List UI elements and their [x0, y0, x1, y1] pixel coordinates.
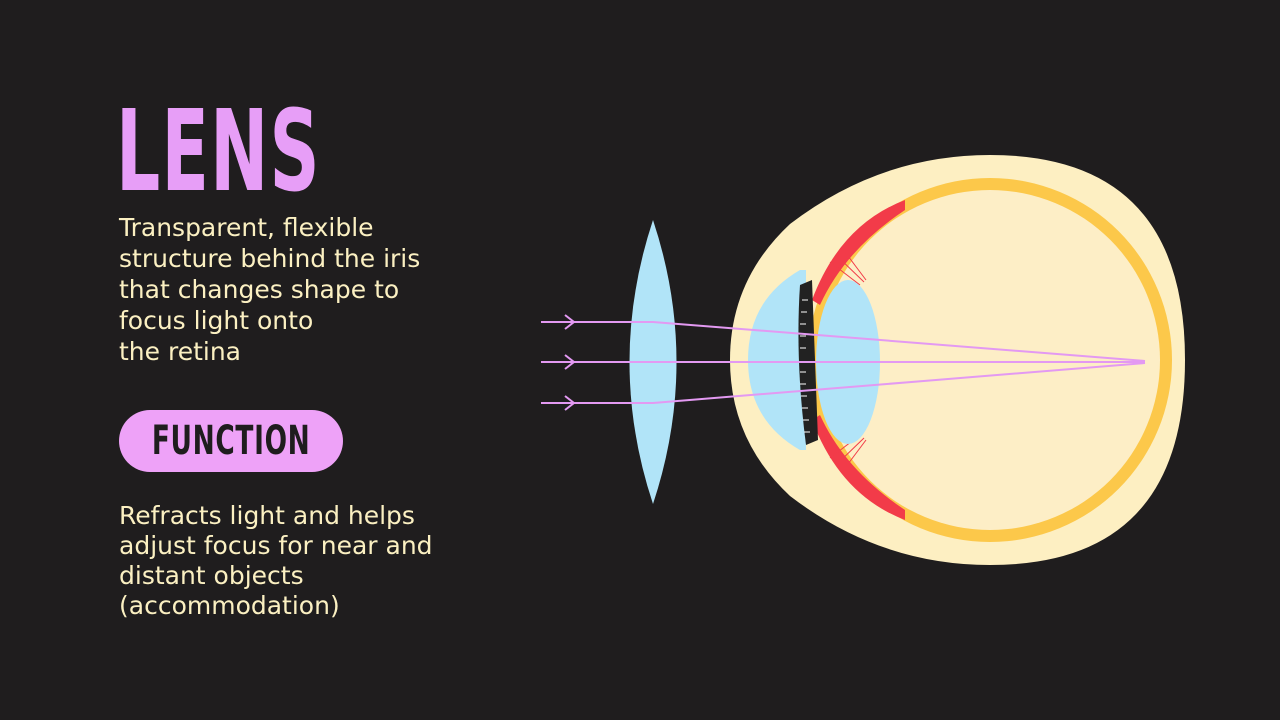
light-ray-arrow-icon: [564, 395, 576, 411]
cornea: [748, 270, 806, 450]
function-badge-label: FUNCTION: [151, 418, 311, 464]
eye-vitreous: [820, 190, 1160, 530]
iris-texture: [800, 299, 810, 433]
description-line: structure behind the iris: [119, 244, 421, 273]
light-ray-bottom: [541, 362, 1146, 404]
description-line: Transparent, flexible: [119, 213, 374, 242]
description-line: the retina: [119, 337, 241, 366]
ciliary-muscle-bottom: [812, 415, 905, 520]
lens-description: Transparent, flexible structure behind t…: [119, 212, 519, 367]
page-title: LENS: [116, 87, 321, 217]
function-description: Refracts light and helps adjust focus fo…: [119, 501, 519, 621]
function-line: Refracts light and helps: [119, 501, 415, 530]
suspensory-ligaments: [829, 247, 867, 473]
description-line: that changes shape to: [119, 275, 400, 304]
function-line: (accommodation): [119, 591, 340, 620]
light-rays: [541, 314, 1146, 411]
ciliary-muscle-top: [812, 200, 905, 305]
function-badge: FUNCTION: [119, 410, 343, 472]
light-ray-arrow-icon: [564, 354, 576, 370]
function-line: distant objects: [119, 561, 304, 590]
function-line: adjust focus for near and: [119, 531, 433, 560]
description-line: focus light onto: [119, 306, 314, 335]
light-ray-top: [541, 321, 1146, 362]
eye-cross-section-icon: [730, 155, 1185, 565]
light-ray-arrow-icon: [564, 314, 576, 330]
